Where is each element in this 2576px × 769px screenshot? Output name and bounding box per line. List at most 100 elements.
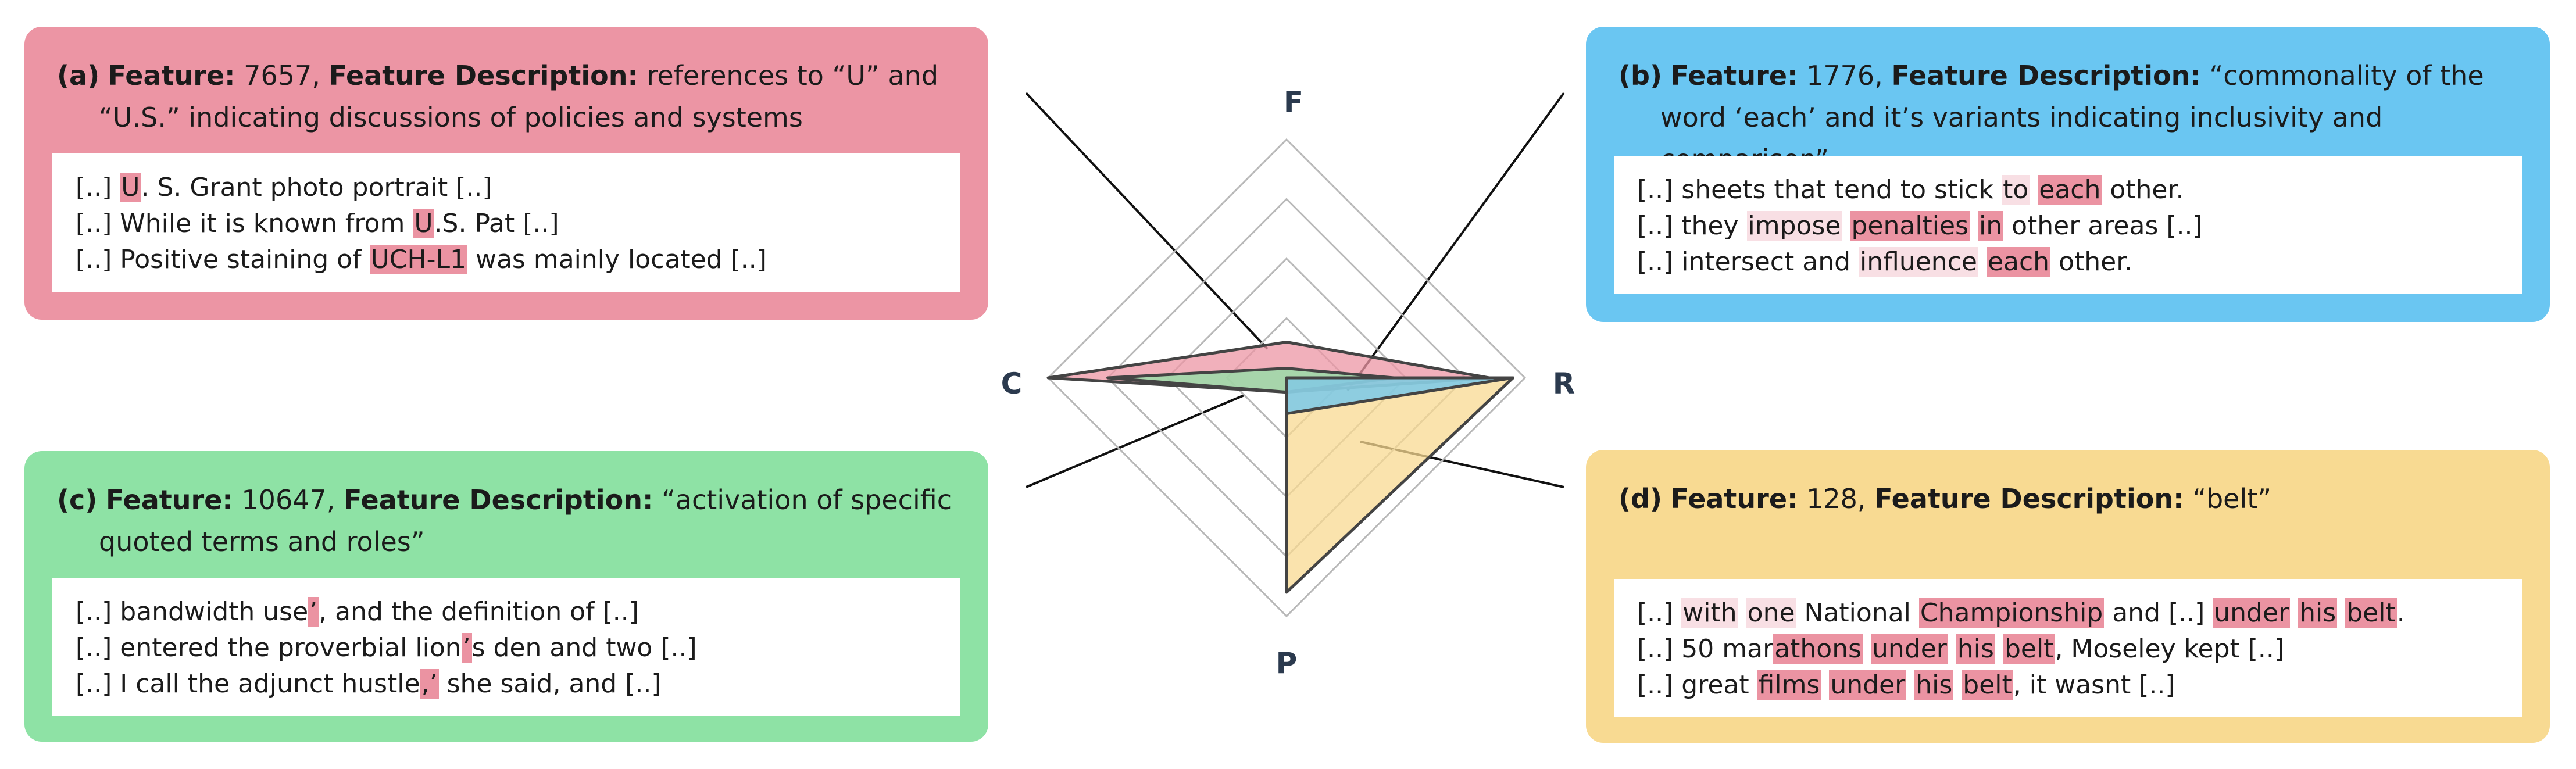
token-highlight-strong: belt [2003,634,2055,664]
example-line: [..] great films under his belt, it wasn… [1637,667,2499,703]
token-highlight-light: one [1746,598,1796,628]
example-text [1995,634,2003,664]
axis-label-p: P [1276,646,1298,680]
panel-c-tag: (c) [57,484,98,516]
example-text [1970,211,1978,241]
example-text: other areas [..] [2003,211,2203,241]
radar-polygon-c [1106,367,1395,394]
token-highlight-strong: U [120,173,141,202]
example-text: she said, and [..] [438,669,662,699]
token-highlight-strong: films [1757,670,1821,700]
example-text [1906,670,1914,700]
example-text: [..] entered the proverbial lion [76,633,462,663]
panel-b-header: (b) Feature: 1776, Feature Description: … [1619,55,2517,180]
example-line: [..] I call the adjunct hustle,’ she sai… [76,666,937,702]
panel-a-feature-label: Feature: [108,60,235,91]
example-text: National [1796,598,1919,628]
panel-c-header: (c) Feature: 10647, Feature Description:… [57,484,952,557]
example-text: [..] great [1637,670,1757,700]
token-highlight-light: impose [1746,211,1842,241]
example-text [1821,670,1829,700]
radar-grid-ring [1106,198,1467,558]
example-text [2337,598,2345,628]
panel-a-examples: [..] U. S. Grant photo portrait [..][..]… [52,153,960,292]
example-text [1953,670,1962,700]
panel-d-desc: “belt” [2192,483,2272,514]
axis-label-f: F [1284,85,1303,119]
panel-d-tag: (d) [1619,483,1662,514]
panel-d-header: (d) Feature: 128, Feature Description: “… [1619,483,2272,514]
panel-a-desc: references to “U” and “U.S.” indicating … [99,60,939,133]
example-text: [..] 50 mar [1637,634,1774,664]
token-highlight-strong: each [2038,175,2102,205]
radar-grid-ring [1226,317,1348,439]
example-text [1863,634,1871,664]
radar-grid-ring [1046,138,1527,618]
token-highlight-strong: ’ [308,597,319,627]
token-highlight-strong: ’ [461,633,472,663]
token-highlight-strong: in [1978,211,2004,241]
example-text [1842,211,1850,241]
radar-polygon-b [1285,376,1514,415]
connector-line-b [1346,92,1565,392]
token-highlight-strong: belt [2345,598,2397,628]
panel-d-feature-id: 128 [1806,483,1857,514]
example-line: [..] 50 marathons under his belt, Mosele… [1637,631,2499,667]
example-text: . [2396,598,2405,628]
token-highlight-strong: under [2213,598,2291,628]
example-text: other. [2050,247,2133,277]
example-text: [..] sheets that tend to stick [1637,175,2002,205]
axis-label-c: C [1001,367,1023,400]
example-text: [..] While it is known from [76,209,413,238]
axis-label-r: R [1553,367,1575,400]
example-text [1978,247,1987,277]
panel-d-feature-label: Feature: [1670,483,1798,514]
panel-b: (b) Feature: 1776, Feature Description: … [1586,27,2550,322]
example-text: . S. Grant photo portrait [..] [141,173,492,202]
example-text: [..] intersect and [1637,247,1859,277]
example-text: .S. Pat [..] [434,209,559,238]
token-highlight-strong: his [1956,634,1995,664]
example-text [1738,598,1746,628]
example-text: , and the definition of [..] [319,597,639,627]
example-text [1948,634,1956,664]
token-highlight-light: to [2002,175,2030,205]
example-text: [..] bandwidth use [76,597,309,627]
panel-a: (a) Feature: 7657, Feature Description: … [24,27,988,320]
panel-b-tag: (b) [1619,60,1662,91]
example-text: , Moseley kept [..] [2055,634,2285,664]
example-text: [..] Positive staining of [76,245,370,274]
panel-a-tag: (a) [57,60,100,91]
example-text: other. [2102,175,2184,205]
example-text: [..] [1637,598,1682,628]
token-highlight-strong: each [1986,247,2051,277]
example-text: was mainly located [..] [467,245,767,274]
panel-c-desc-label: Feature Description: [344,484,653,516]
token-highlight-strong: ,’ [420,669,439,699]
panel-c: (c) Feature: 10647, Feature Description:… [24,451,988,742]
panel-d-examples: [..] with one National Championship and … [1614,579,2522,717]
example-text: and [..] [2104,598,2213,628]
panel-c-desc: “activation of specific quoted terms and… [99,484,952,557]
panel-b-feature-id: 1776 [1806,60,1875,91]
panel-d: (d) Feature: 128, Feature Description: “… [1586,450,2550,743]
radar-grid-ring [1166,257,1407,499]
example-text: s den and two [..] [471,633,697,663]
panel-c-feature-id: 10647 [241,484,327,516]
token-highlight-strong: his [1914,670,1954,700]
example-line: [..] sheets that tend to stick to each o… [1637,172,2499,208]
token-highlight-strong: under [1829,670,1907,700]
connector-line-a [1025,92,1269,350]
example-line: [..] While it is known from U.S. Pat [..… [76,206,937,242]
example-line: [..] they impose penalties in other area… [1637,208,2499,244]
example-text: , it wasnt [..] [2013,670,2175,700]
connector-line-d [1360,441,1564,488]
token-highlight-strong: UCH-L1 [369,245,467,274]
panel-b-examples: [..] sheets that tend to stick to each o… [1614,156,2522,294]
panel-b-feature-label: Feature: [1670,60,1798,91]
token-highlight-strong: under [1871,634,1948,664]
token-highlight-strong: athons [1773,634,1863,664]
connector-line-c [1026,394,1245,488]
panel-d-desc-label: Feature Description: [1874,483,2184,514]
example-line: [..] bandwidth use’, and the definition … [76,594,937,630]
